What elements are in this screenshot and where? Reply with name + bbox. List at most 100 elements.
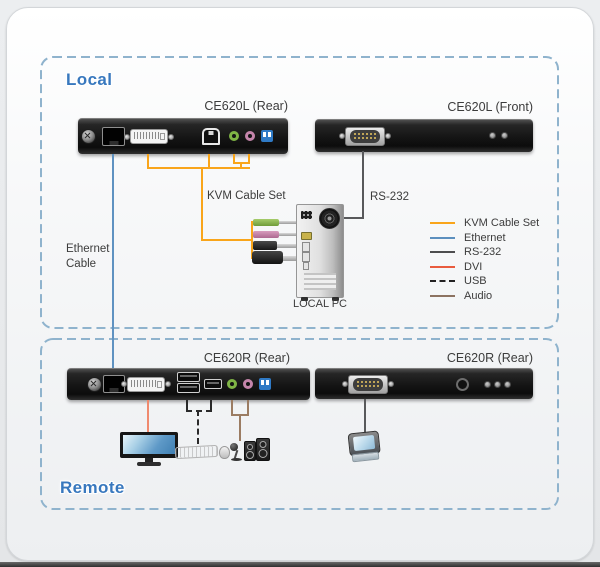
ethernet-cable-line xyxy=(112,154,114,369)
kvm-cable-line xyxy=(201,167,203,241)
audio-jack-green-icon xyxy=(227,379,237,389)
page-bottom-edge xyxy=(0,562,600,567)
dvi-screw-icon xyxy=(124,134,130,140)
usb-cable-line xyxy=(197,410,199,444)
legend-row: Audio xyxy=(430,289,539,304)
rs232-db9-port-icon xyxy=(345,127,385,146)
usb-a-port-icon xyxy=(177,383,200,393)
audio-cable-line xyxy=(247,400,249,416)
device-ce620l-rear xyxy=(78,118,288,154)
led-indicator-icon xyxy=(484,381,491,388)
dvi-screw-icon xyxy=(165,381,171,387)
pda-device-icon xyxy=(346,430,383,463)
db9-screw-icon xyxy=(339,133,345,139)
speaker-icon xyxy=(244,441,256,461)
usb-cable-line xyxy=(210,400,212,412)
legend-row: RS-232 xyxy=(430,245,539,260)
monitor-icon xyxy=(120,432,178,466)
kvm-cable-line xyxy=(240,162,242,169)
legend-label: Audio xyxy=(464,289,493,302)
rs232-label: RS-232 xyxy=(370,191,409,203)
device-label-ce620r-front: CE620R (Rear) xyxy=(446,351,533,365)
local-section-box xyxy=(40,56,559,329)
dip-switch-icon xyxy=(261,130,273,142)
rs232-db9-port-icon xyxy=(348,375,388,394)
legend-row: USB xyxy=(430,274,539,289)
keyboard-icon xyxy=(174,444,219,460)
ethernet-cable-label: Ethernet Cable xyxy=(66,242,109,272)
dvi-plug-shaft xyxy=(282,256,296,261)
mic-jack-pink-icon xyxy=(245,131,255,141)
usb-cable-line xyxy=(186,410,212,412)
audio-cable-line xyxy=(239,414,241,441)
mic-plug-pink-icon xyxy=(253,231,279,238)
legend-line-dvi xyxy=(430,265,455,268)
dvi-port-icon xyxy=(127,377,165,392)
local-pc-tower-icon xyxy=(296,204,344,301)
dvi-port-icon xyxy=(130,129,168,144)
legend-label: RS-232 xyxy=(464,246,502,259)
pc-vents xyxy=(304,273,336,290)
pc-power-inlet-icon xyxy=(301,211,312,219)
db9-screw-icon xyxy=(342,381,348,387)
legend-line-ethernet xyxy=(430,236,455,239)
device-ce620l-front xyxy=(315,119,533,152)
pc-port-icon xyxy=(302,242,310,252)
push-button-icon xyxy=(456,378,469,391)
kvm-cable-line xyxy=(201,239,253,241)
grounding-terminal-icon xyxy=(87,377,102,392)
dip-switch-icon xyxy=(259,378,271,390)
audio-cable-line xyxy=(231,400,233,416)
legend-line-kvm xyxy=(430,222,455,225)
microphone-icon xyxy=(229,443,243,461)
legend-line-usb xyxy=(430,280,455,283)
pc-port-icon xyxy=(303,262,309,270)
device-label-ce620r-rear: CE620R (Rear) xyxy=(203,351,290,365)
pc-port-icon xyxy=(302,252,310,262)
usb-plug-icon xyxy=(253,241,277,250)
legend-row: Ethernet xyxy=(430,231,539,246)
legend-line-rs232 xyxy=(430,251,455,254)
legend-label: DVI xyxy=(464,260,483,273)
kvm-cable-set-label: KVM Cable Set xyxy=(207,190,286,202)
remote-section-box xyxy=(40,338,559,510)
grounding-terminal-icon xyxy=(81,129,96,144)
kvm-cable-line xyxy=(208,154,210,169)
mouse-icon xyxy=(219,446,230,459)
dvi-plug-icon xyxy=(252,251,283,264)
usb-a-port-icon xyxy=(177,372,200,382)
rs232-cable-line-remote xyxy=(364,399,366,433)
pc-foot xyxy=(332,297,339,301)
usb-b-port-icon xyxy=(202,128,220,145)
led-indicator-icon xyxy=(504,381,511,388)
mic-plug-shaft xyxy=(278,233,296,236)
ethernet-label-line2: Cable xyxy=(66,258,97,270)
audio-plug-green-icon xyxy=(253,219,279,226)
legend: KVM Cable Set Ethernet RS-232 DVI USB Au… xyxy=(430,216,539,303)
device-label-ce620l-rear: CE620L (Rear) xyxy=(204,99,288,113)
db9-screw-icon xyxy=(385,133,391,139)
remote-section-label: Remote xyxy=(60,478,125,497)
device-ce620r-rear xyxy=(67,368,310,400)
pc-port-icon xyxy=(301,232,312,240)
kvm-cable-line xyxy=(147,154,149,169)
local-pc-label: LOCAL PC xyxy=(292,298,347,310)
mic-jack-pink-icon xyxy=(243,379,253,389)
rs232-cable-line xyxy=(362,151,364,219)
rs232-cable-line xyxy=(341,217,364,219)
kvm-cable-line xyxy=(147,167,250,169)
pc-foot xyxy=(301,297,308,301)
dvi-cable-line xyxy=(147,400,149,433)
rj45-port-icon xyxy=(102,127,125,146)
dvi-screw-icon xyxy=(168,134,174,140)
legend-row: DVI xyxy=(430,260,539,275)
speaker-icon xyxy=(256,438,270,461)
legend-line-audio xyxy=(430,294,455,297)
kvm-cable-line xyxy=(251,221,253,259)
ethernet-label-line1: Ethernet xyxy=(66,243,110,255)
legend-label: USB xyxy=(464,275,487,288)
pc-fan-icon xyxy=(319,208,340,229)
device-label-ce620l-front: CE620L (Front) xyxy=(447,100,533,114)
